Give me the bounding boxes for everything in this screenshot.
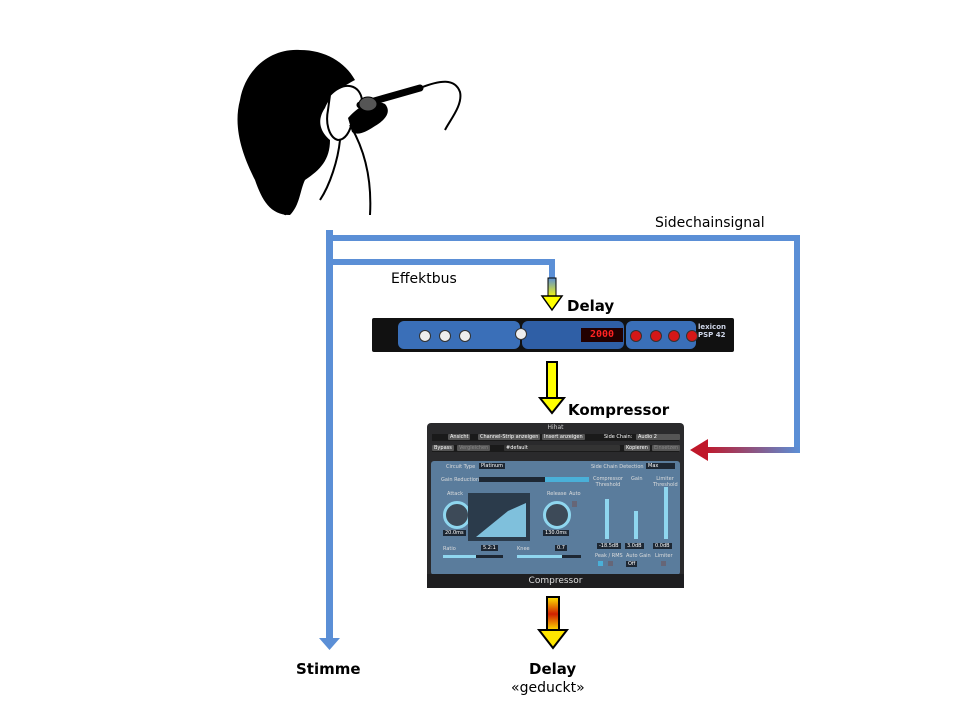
feedback-knob[interactable] — [459, 330, 471, 342]
delay-output-sublabel: «geduckt» — [511, 680, 585, 696]
side-chain-select[interactable]: Audio 2 — [636, 434, 680, 440]
delay-time-display: 2000 — [581, 328, 623, 342]
detection-select[interactable]: Max — [646, 463, 675, 469]
threshold-value: -18.5dB — [597, 543, 621, 549]
output-knob[interactable] — [439, 330, 451, 342]
output-mix-knob[interactable] — [515, 328, 527, 340]
channel-strip-menu[interactable]: Channel-Strip anzeigen — [478, 434, 541, 440]
compare-button[interactable]: Vergleichen — [457, 445, 491, 451]
release-knob[interactable] — [543, 501, 571, 529]
toolbar-row-1: Ansicht Channel-Strip anzeigen Insert an… — [432, 434, 680, 441]
compressor-plugin: Hihat Ansicht Channel-Strip anzeigen Ins… — [427, 423, 684, 588]
threshold-label: Compressor Threshold — [593, 476, 623, 488]
bypass-button[interactable]: Bypass — [432, 445, 454, 451]
auto-label: Auto — [569, 491, 581, 497]
sidechain-signal-line — [330, 235, 800, 461]
threshold-fader[interactable] — [605, 499, 609, 539]
copy-button[interactable]: Kopieren — [624, 445, 650, 451]
attack-knob[interactable] — [443, 501, 471, 529]
auto-release-toggle[interactable] — [572, 501, 577, 507]
stimme-label: Stimme — [296, 660, 361, 678]
limiter-threshold-label: Limiter Threshold — [653, 476, 678, 488]
circuit-type-select[interactable]: Platinum — [479, 463, 506, 469]
rate-knob[interactable] — [686, 330, 698, 342]
paste-button[interactable]: Einsetzen — [652, 445, 681, 451]
knee-value: 0.7 — [555, 545, 567, 551]
circuit-type-label: Circuit Type — [446, 464, 476, 470]
delay-output-label: Delay — [529, 660, 577, 678]
toolbar-row-2: Bypass Vergleichen #default Kopieren Ein… — [432, 445, 681, 452]
knee-slider[interactable] — [517, 555, 581, 558]
release-value: 130.0ms — [543, 530, 569, 536]
plugin-name: Compressor — [427, 574, 684, 588]
depth-knob[interactable] — [650, 330, 662, 342]
release-label: Release — [547, 491, 567, 497]
peak-button[interactable] — [598, 561, 603, 566]
voice-signal-line — [319, 230, 340, 650]
ratio-value: 5.2:1 — [481, 545, 498, 551]
detection-label: Side Chain Detection — [591, 464, 644, 470]
view-menu[interactable]: Ansicht — [448, 434, 471, 440]
effektbus-label: Effektbus — [391, 271, 457, 287]
preset-select[interactable]: #default — [504, 445, 620, 451]
side-chain-label: Side Chain: — [604, 434, 633, 440]
ratio-label: Ratio — [443, 546, 456, 552]
attack-label: Attack — [447, 491, 463, 497]
gain-label: Gain — [631, 476, 643, 482]
input-knob[interactable] — [419, 330, 431, 342]
gain-fader[interactable] — [634, 511, 638, 539]
auto-gain-select[interactable]: Off — [626, 561, 638, 567]
delay-label: Delay — [567, 297, 615, 315]
limiter-value: 0.0dB — [653, 543, 672, 549]
window-title: Hihat — [547, 424, 564, 431]
compression-curve — [468, 493, 530, 541]
compressor-controls: Circuit Type Platinum Side Chain Detecti… — [431, 461, 680, 575]
rms-button[interactable] — [608, 561, 613, 566]
delay-to-compressor-arrow — [537, 361, 567, 415]
sidechain-arrowhead — [690, 439, 708, 461]
effektbus-line — [330, 259, 564, 312]
gain-value: 3.0dB — [625, 543, 644, 549]
attack-value: 20.0ms — [443, 530, 466, 536]
manual-knob[interactable] — [630, 330, 642, 342]
limiter-fader[interactable] — [664, 487, 668, 539]
singer-illustration — [237, 49, 462, 216]
gain-reduction-label: Gain Reduction — [441, 477, 480, 483]
insert-menu[interactable]: Insert anzeigen — [542, 434, 585, 440]
ratio-slider[interactable] — [443, 555, 503, 558]
peak-rms-label: Peak / RMS — [595, 553, 623, 559]
gain-reduction-meter — [479, 477, 589, 482]
sidechain-label: Sidechainsignal — [655, 215, 765, 231]
waveform-knob[interactable] — [668, 330, 680, 342]
knee-label: Knee — [517, 546, 530, 552]
ducked-delay-arrow — [536, 596, 570, 650]
auto-gain-label: Auto Gain — [626, 553, 651, 559]
limiter-toggle-label: Limiter — [655, 553, 673, 559]
kompressor-label: Kompressor — [568, 401, 670, 419]
limiter-toggle[interactable] — [661, 561, 666, 566]
